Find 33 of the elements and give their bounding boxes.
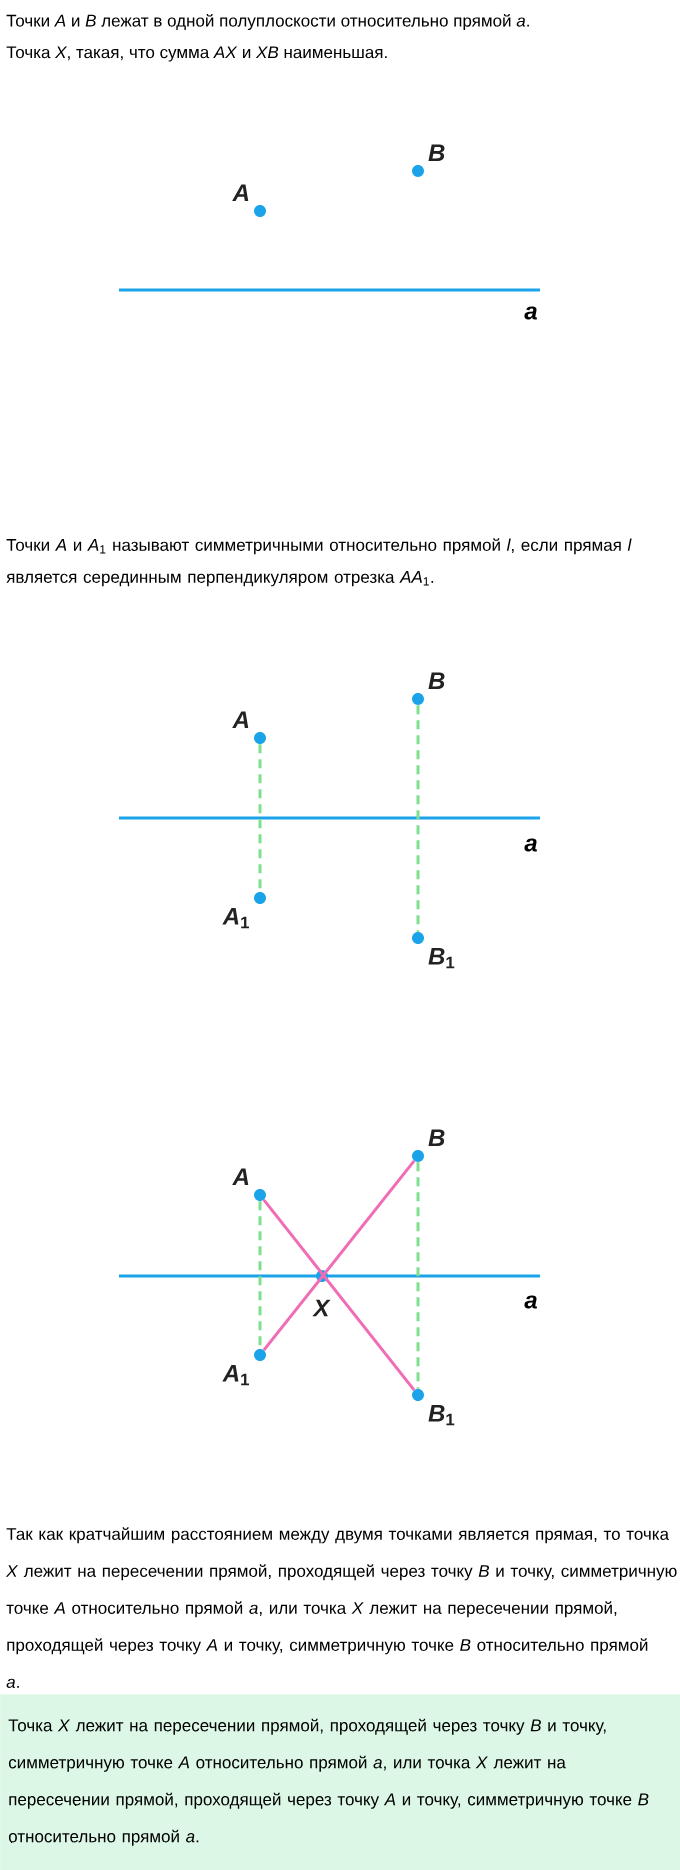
node-label: X [312,1299,331,1317]
point: A$_{1}$ [222,1349,266,1386]
segment [262,1159,416,1352]
point: B [412,672,445,705]
text: Точка X, такая, что сумма AX и XB наименьшая. [6,46,387,62]
segment [416,1162,420,1389]
node-label: B [428,1129,445,1146]
point: X [312,1270,331,1317]
node-label: B [428,144,445,161]
node-label: A [232,184,249,201]
node-label: A [232,711,249,728]
point: B$_{1}$ [412,1389,455,1426]
point: A$_{1}$ [222,892,266,929]
segment [262,1198,416,1392]
point: B$_{1}$ [412,932,455,969]
answer-box: Точка X лежит на пересечении прямой, проходящей через точку B и точку, симметричную точке A относительно прямой a, или точка X лежит на пересечении прямой, проходящей через точку A и точку, симметричную точке B относительно прямой a. [0,1694,680,1870]
line-label: a [524,306,537,320]
node-label: A$_{1}$ [222,908,249,929]
segment [416,705,420,932]
point: B [412,144,445,177]
point: B [412,1129,445,1162]
node-label: B$_{1}$ [428,1405,455,1426]
line-label: a [524,838,537,852]
node-label: B [428,672,445,689]
node-label: A [232,1168,249,1185]
node-label: B$_{1}$ [428,948,455,969]
point: A [232,1168,266,1201]
line-label: a [524,1295,537,1309]
text: Точки A и B лежат в одной полуплоскости относительно прямой a. [6,13,529,31]
point: A [232,711,266,744]
node-label: A$_{1}$ [222,1365,249,1386]
text: Точки A и A$_{1}$ называют симметричными относительно прямой l, если прямая l является серединным перпендикуляром отрезка AA$_{1}$. [6,538,632,587]
point: A [232,184,266,217]
